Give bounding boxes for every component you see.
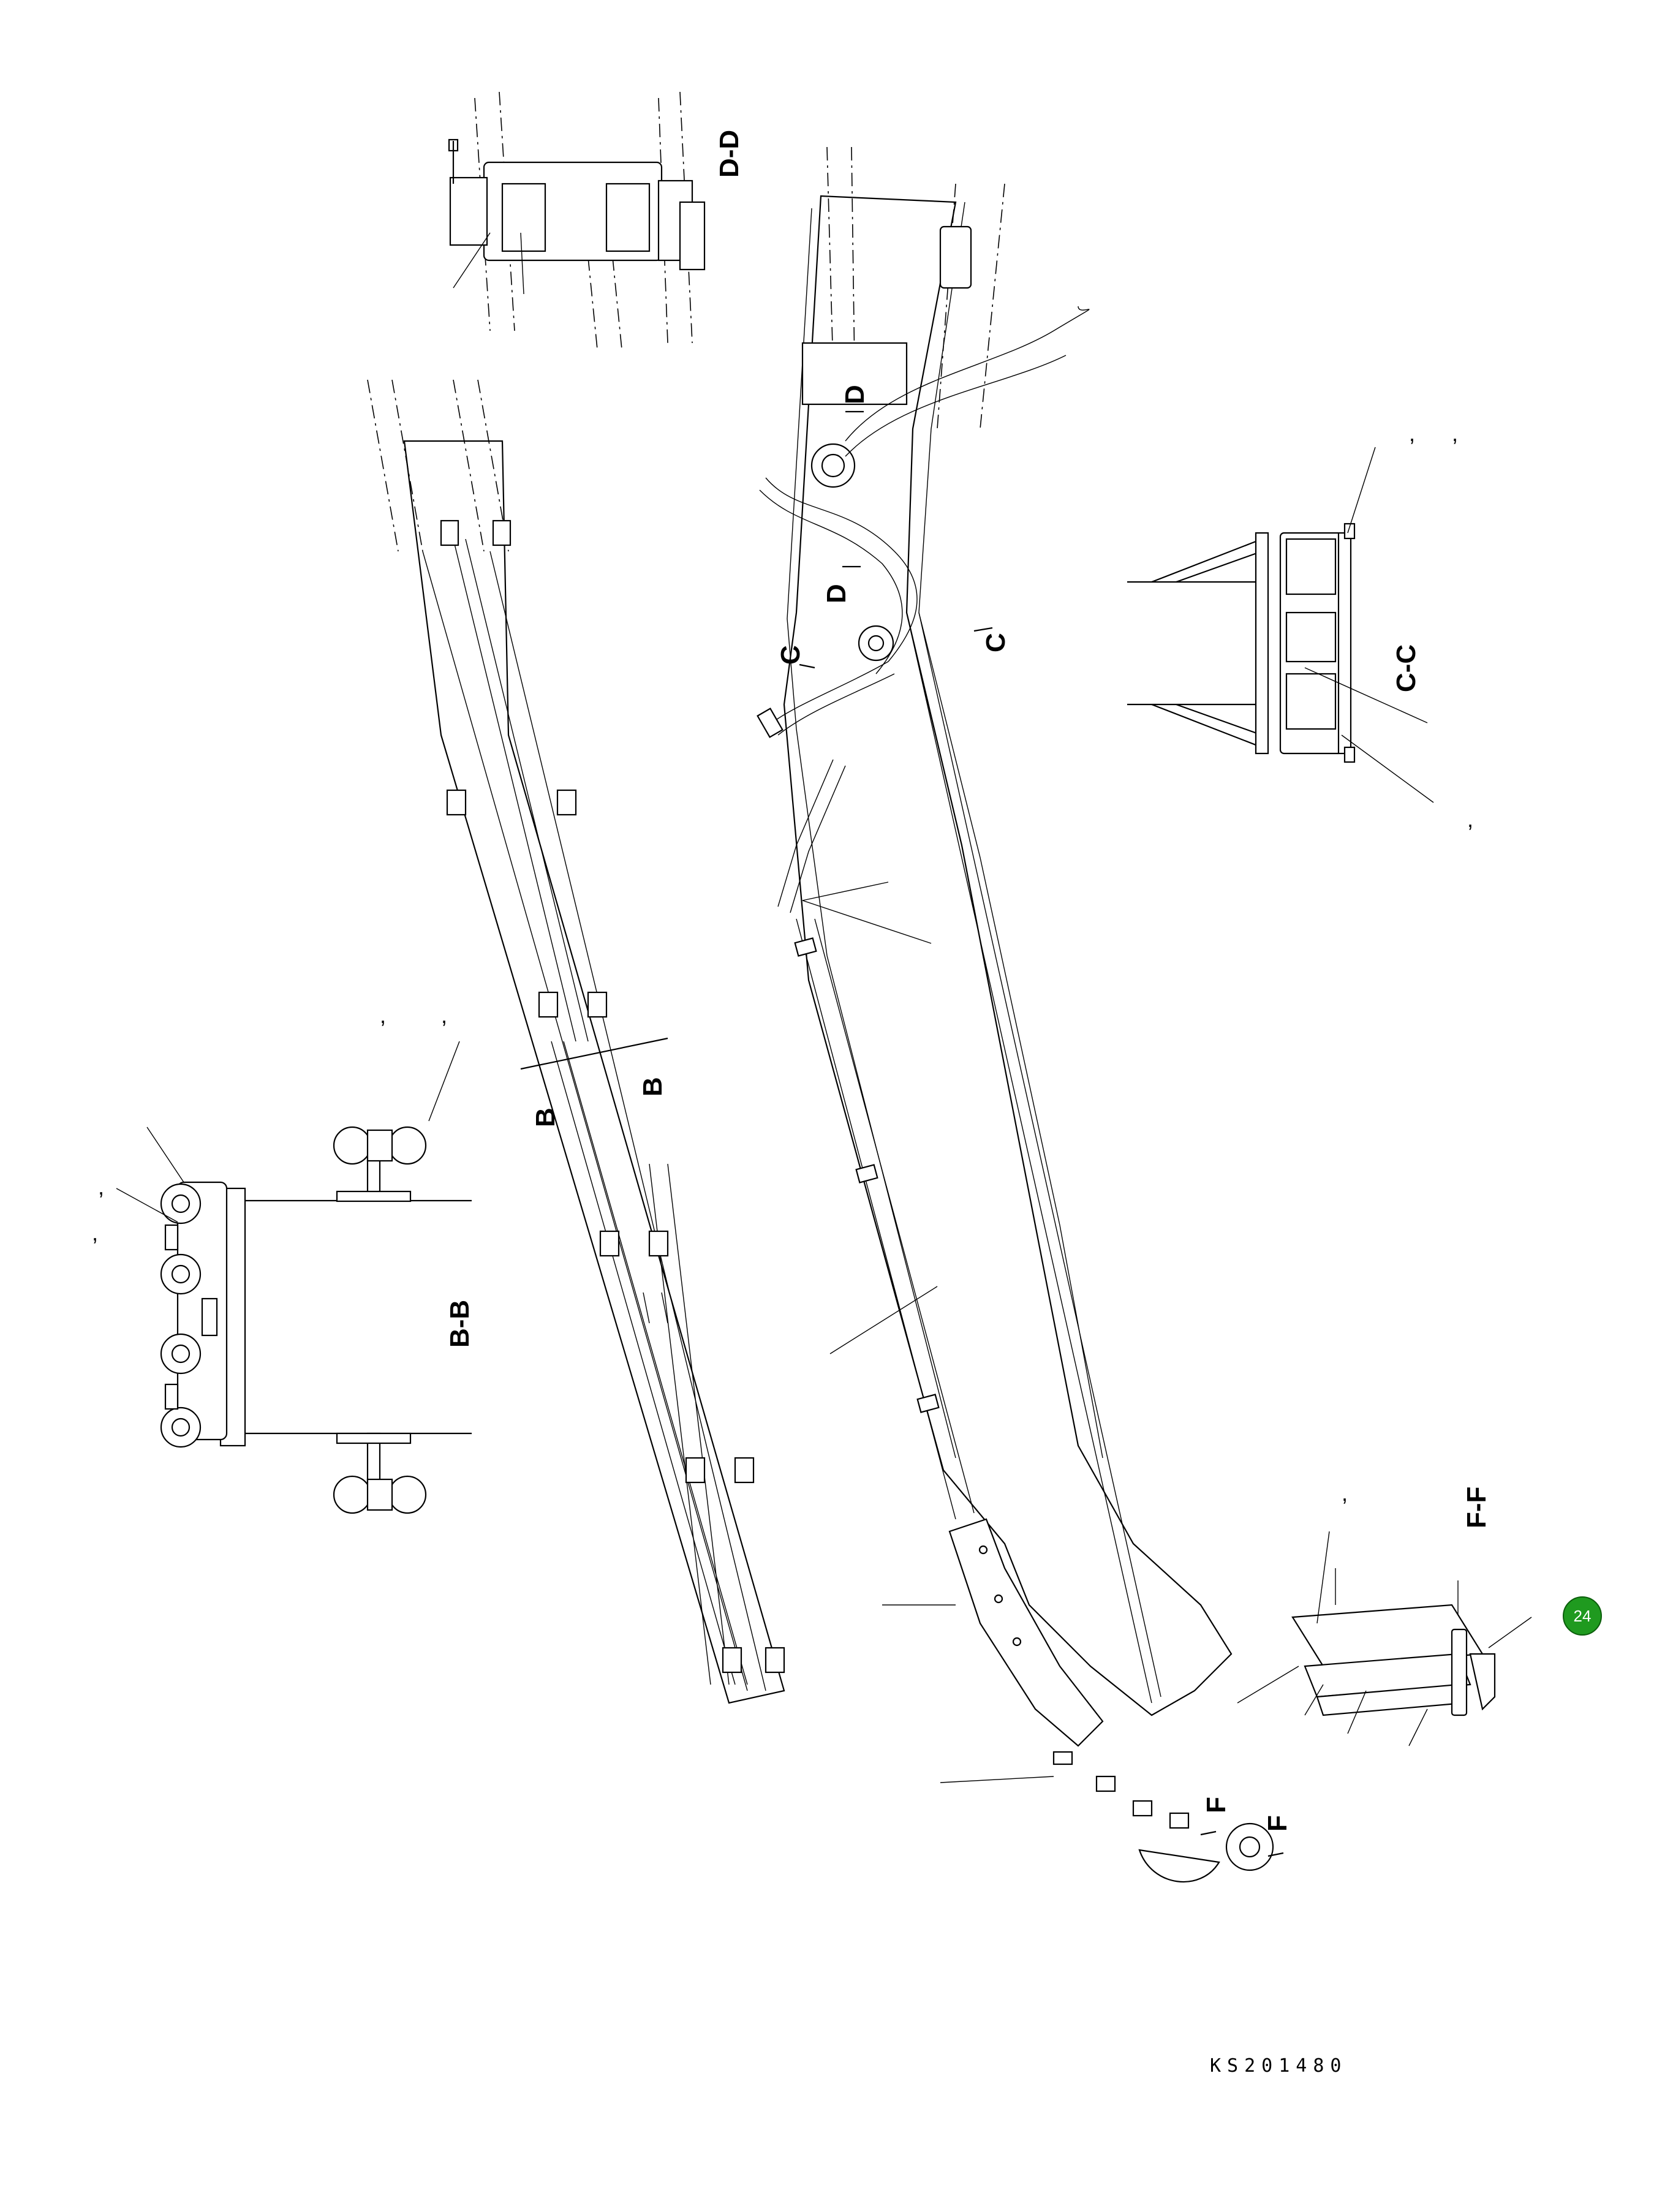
cut-mark-d-upper: D [840, 385, 870, 404]
separator-bb-3: , [98, 1174, 104, 1199]
callout-badge-number: 24 [1574, 1607, 1592, 1625]
cut-mark-b-right: B [638, 1077, 668, 1097]
cut-mark-b-left: B [531, 1108, 561, 1127]
separator-bb-4: , [92, 1220, 98, 1245]
cut-mark-f-left: F [1201, 1797, 1231, 1813]
main-boom [757, 146, 1274, 1882]
detail-ff: , F-F [1237, 1481, 1532, 1746]
separator-bb-2: , [441, 1003, 447, 1028]
separator-ff-1: , [1342, 1481, 1348, 1506]
cut-marks-main: D D C C F F [776, 385, 1293, 1857]
detail-dd: D-D [448, 91, 744, 350]
separator-cc-2: , [1452, 421, 1458, 446]
cut-mark-c-left: C [776, 645, 806, 665]
separator-bb-1: , [380, 1003, 386, 1028]
cut-mark-c-right: C [981, 633, 1011, 652]
detail-bb: , , , , B-B [92, 1003, 475, 1514]
drawing-code: KS201480 [1210, 2055, 1348, 2077]
cut-mark-f-right: F [1263, 1815, 1293, 1832]
cut-mark-d-lower: D [821, 584, 852, 603]
separator-cc-1: , [1409, 421, 1415, 446]
callout-badge-24[interactable]: 24 [1563, 1596, 1602, 1636]
separator-cc-3: , [1467, 807, 1473, 832]
section-label-bb: B-B [445, 1300, 475, 1348]
left-boom: B B [367, 379, 785, 1704]
detail-cc: , , , C-C [1127, 421, 1473, 832]
section-label-ff: F-F [1462, 1487, 1492, 1528]
section-label-cc: C-C [1391, 644, 1421, 692]
callout-badge-circle [1563, 1596, 1602, 1636]
section-label-dd: D-D [714, 130, 744, 178]
